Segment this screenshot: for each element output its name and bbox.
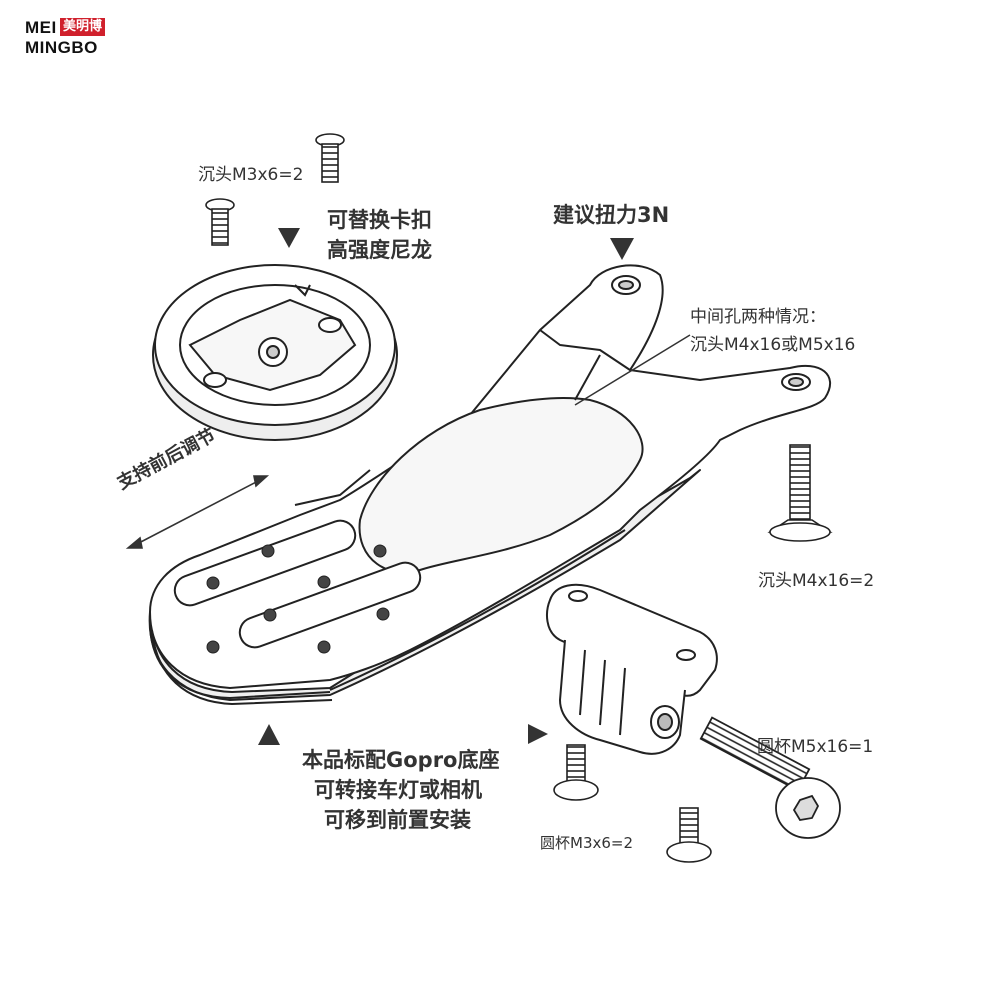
arrow-down-icon (610, 238, 634, 260)
label-middle-hole-2: 沉头M4x16或M5x16 (690, 335, 856, 355)
brand-latin-bottom: MINGBO (25, 38, 98, 57)
gopro-mount (546, 583, 718, 755)
screw-m3x6-left (205, 198, 235, 246)
label-mount-line2: 高强度尼龙 (327, 238, 432, 262)
screw-m3x6-top (315, 133, 345, 183)
middle-hole-leader (574, 334, 691, 406)
screw-m3x6-round-a (553, 744, 599, 801)
double-arrow-icon (125, 475, 270, 549)
label-torque: 建议扭力3N (553, 203, 670, 227)
label-gopro-2: 可转接车灯或相机 (314, 778, 482, 802)
label-middle-hole-1: 中间孔两种情况： (690, 307, 826, 327)
label-gopro-1: 本品标配Gopro底座 (302, 748, 500, 772)
label-top-screw: 沉头M3x6=2 (198, 165, 304, 185)
screw-m3x6-round-b (666, 807, 712, 863)
brand-chinese: 美明博 (60, 18, 106, 36)
label-round-big: 圆杯M5x16=1 (757, 737, 874, 757)
label-right-screw: 沉头M4x16=2 (758, 571, 875, 591)
computer-mount (152, 264, 398, 441)
arrow-left-icon (528, 724, 548, 744)
label-gopro-3: 可移到前置安装 (324, 808, 471, 832)
screw-m4x16 (767, 444, 833, 542)
label-mount-line1: 可替换卡扣 (327, 208, 432, 232)
plate-holes (206, 544, 390, 654)
screw-m5x16 (699, 716, 841, 839)
adjustment-slots (173, 519, 422, 649)
arrow-up-icon (258, 724, 280, 745)
arrow-down-icon (278, 228, 300, 248)
brand-latin-top: MEI (25, 18, 57, 37)
label-round-small: 圆杯M3x6=2 (540, 834, 634, 852)
